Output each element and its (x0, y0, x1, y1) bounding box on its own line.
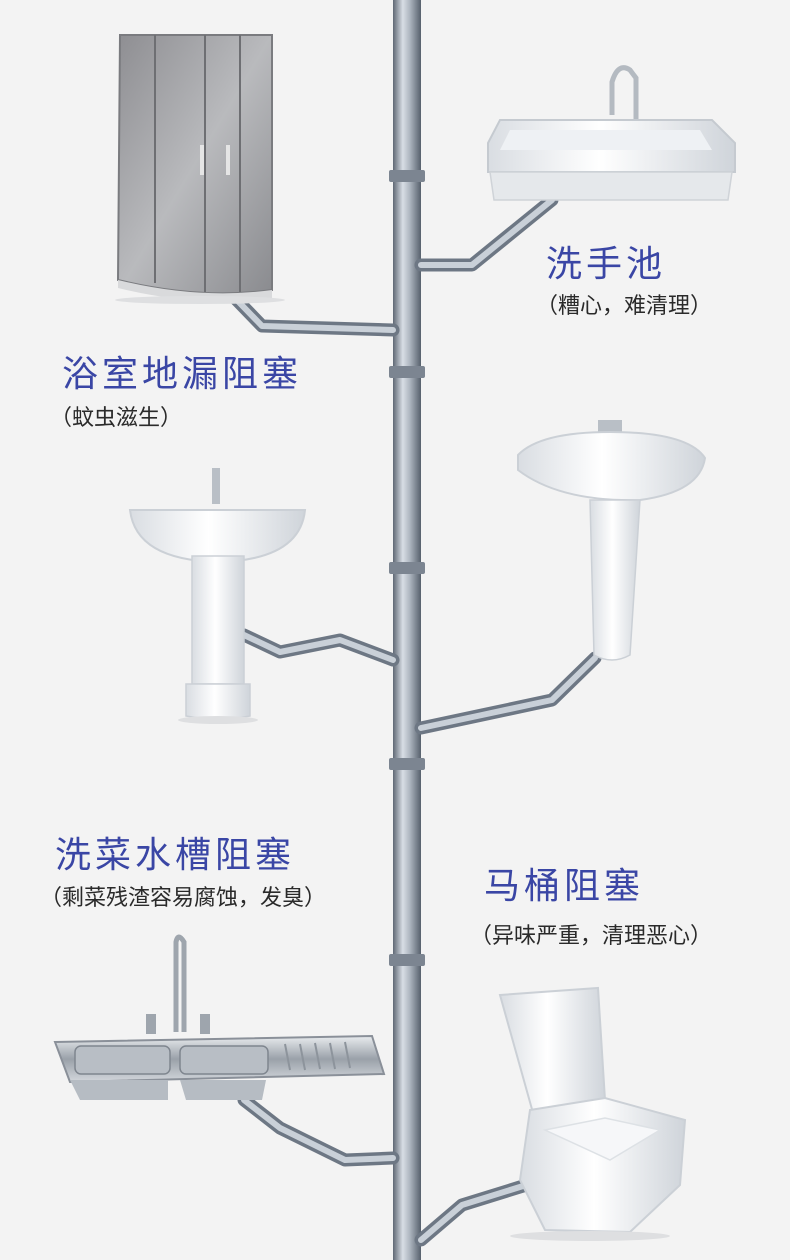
kitchen-sink-image (53, 934, 386, 1100)
pedestal-basin-left-image (128, 468, 307, 720)
toilet-image (498, 986, 687, 1234)
shower-drain-clog-note: （蚊虫滋生） (50, 406, 183, 431)
pedestal-basin-right-image (517, 420, 707, 661)
washbasin-note: （糟心，难清理） (536, 294, 713, 319)
shower-enclosure-image (116, 34, 273, 302)
toilet-clog-note: （异味严重，清理恶心） (470, 924, 713, 949)
countertop-washbasin-image (487, 65, 736, 201)
kitchen-sink-clog-title: 洗菜水槽阻塞 (55, 835, 296, 876)
branch-pipes (225, 193, 602, 1247)
shower-drain-clog-title: 浴室地漏阻塞 (62, 354, 303, 395)
toilet-clog-title: 马桶阻塞 (484, 866, 645, 907)
main-drain-pipe (389, 0, 425, 1260)
washbasin-title: 洗手池 (546, 244, 667, 285)
kitchen-sink-clog-note: （剩菜残渣容易腐蚀，发臭） (40, 886, 327, 911)
